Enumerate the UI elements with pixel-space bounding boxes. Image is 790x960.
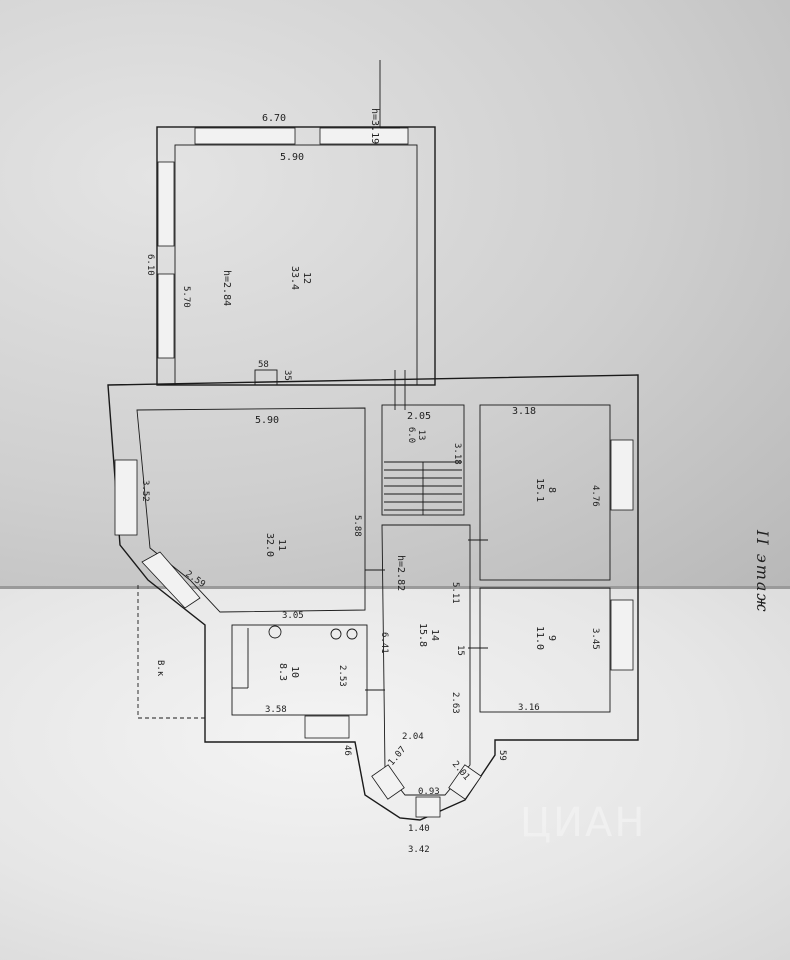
height-marks: h=3.19 h=2.84 h=2.82 <box>221 108 406 591</box>
dim-room8-top: 3.18 <box>512 406 536 417</box>
room-9-id: 9 <box>546 635 557 641</box>
room-11-id: 11 <box>276 539 287 551</box>
dim-balcony: В.к <box>155 660 165 677</box>
dim-hall-right: 5.88 <box>352 515 362 537</box>
room-labels: 12 33.4 11 32.0 13 6.0 8 15.1 9 11.0 10 … <box>264 266 557 681</box>
north-marker <box>379 60 400 129</box>
floor-label: II этаж <box>753 530 772 614</box>
dim-left-inner: 5.70 <box>181 286 191 308</box>
dim-top-outer: 6.70 <box>262 113 286 124</box>
dim-hall-left: 3.52 <box>140 480 150 502</box>
room-14-area: 15.8 <box>417 623 428 647</box>
dim-stair-right: 3.18 <box>452 443 462 465</box>
dim-small-c: 15 <box>455 645 465 656</box>
dim-notch-h: 35 <box>282 370 292 381</box>
height-mark-hall: h=2.84 <box>221 270 232 306</box>
staircase <box>384 461 462 515</box>
room-10-area: 8.3 <box>277 663 288 681</box>
dim-top-inner: 5.90 <box>280 152 304 163</box>
room-14-id: 14 <box>429 629 440 641</box>
dim-bath-bottom: 3.58 <box>265 705 287 715</box>
dim-bath-top: 3.05 <box>282 611 304 621</box>
room-8-id: 8 <box>546 487 557 493</box>
dim-small-b: 59 <box>497 750 507 761</box>
dim-room9-bottom: 3.16 <box>518 703 540 713</box>
dim-left-outer: 6.10 <box>145 254 155 276</box>
room-10-id: 10 <box>289 666 300 678</box>
dim-small-a: 46 <box>342 745 352 756</box>
room-12-area: 33.4 <box>289 266 300 290</box>
dim-corr-left: 6.41 <box>379 632 389 654</box>
paper-fold <box>0 586 790 589</box>
dim-bay-total: 3.42 <box>408 845 430 855</box>
main-block-walls <box>107 370 639 821</box>
dim-room8-right: 4.76 <box>590 485 600 507</box>
room-12-id: 12 <box>301 272 312 284</box>
room-9-area: 11.0 <box>534 626 545 650</box>
dim-corr-right: 5.11 <box>450 582 460 604</box>
room-12-walls <box>156 126 436 386</box>
watermark: ЦИАН <box>520 800 647 846</box>
room-8-area: 15.1 <box>534 478 545 502</box>
room-13-id: 13 <box>416 430 426 441</box>
dim-corr-bottom: 2.04 <box>402 732 424 742</box>
dim-wc-top: 2.05 <box>407 411 431 422</box>
height-mark-corridor: h=2.82 <box>395 555 406 591</box>
dim-bay-b: 0.93 <box>418 787 440 797</box>
dim-bath-right: 2.53 <box>337 665 347 687</box>
dim-room9-right: 3.45 <box>590 628 600 650</box>
dim-bay-a: 1.07 <box>387 745 409 768</box>
height-mark-top: h=3.19 <box>369 108 380 144</box>
room-11-area: 32.0 <box>264 533 275 557</box>
dim-hall-top: 5.90 <box>255 415 279 426</box>
dim-notch-w: 58 <box>258 360 269 370</box>
dim-corr-mid: 2.63 <box>450 692 460 714</box>
dimension-labels: 6.70 5.90 58 5.90 2.05 3.18 3.05 3.58 3.… <box>255 113 540 855</box>
room-13-area: 6.0 <box>406 427 416 443</box>
dim-bay-d: 1.40 <box>408 824 430 834</box>
